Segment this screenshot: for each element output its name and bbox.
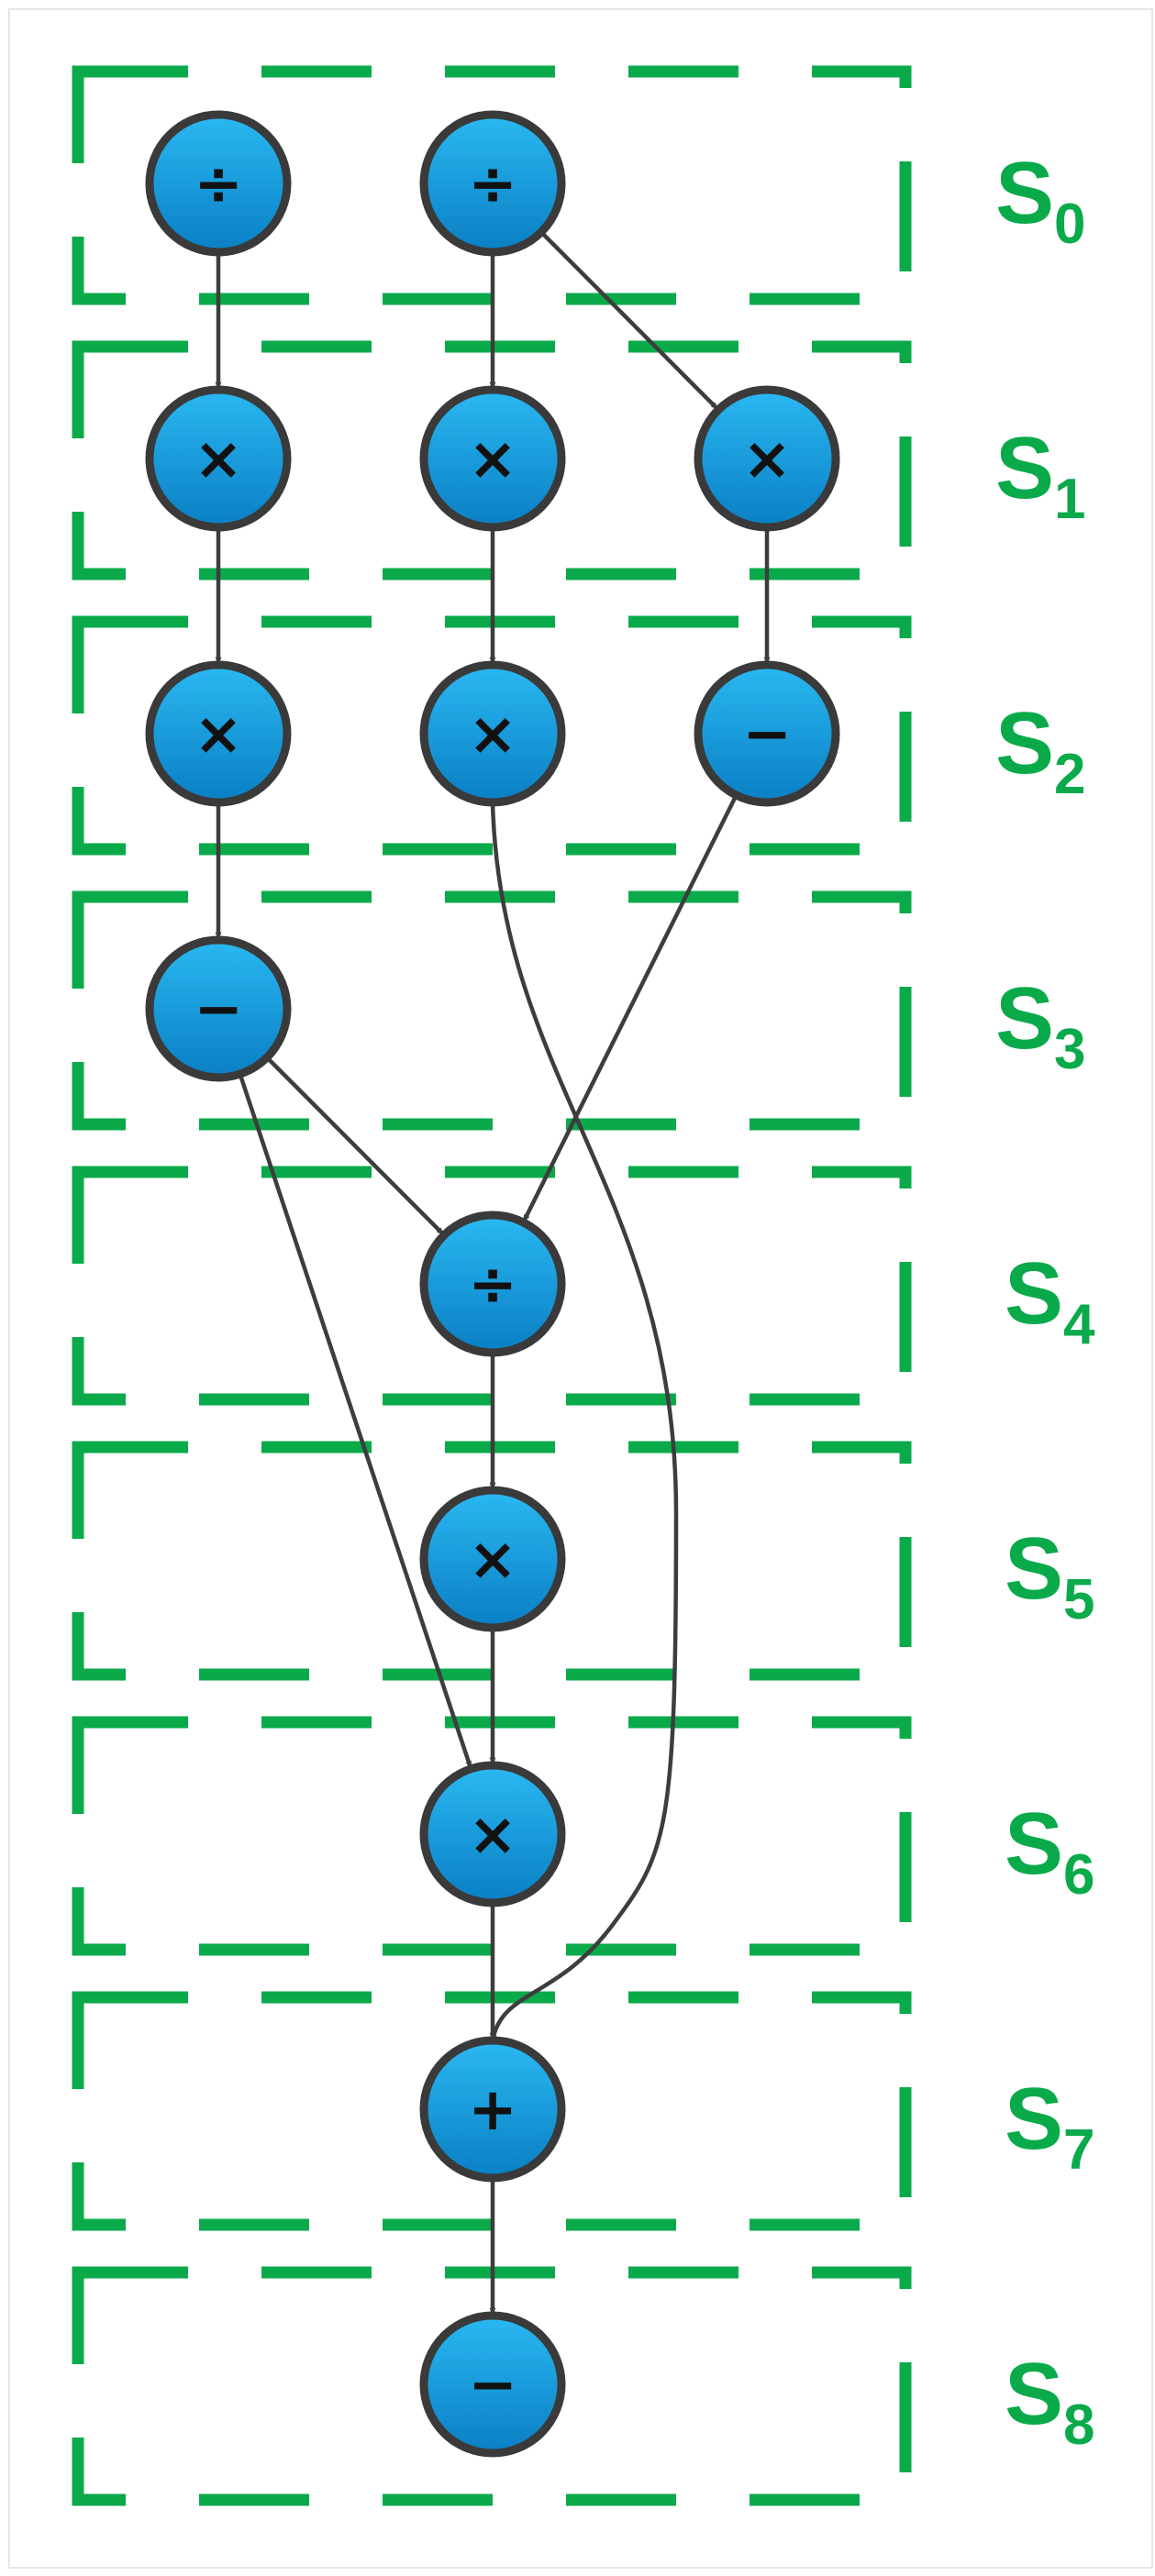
stage-label-base: S xyxy=(1005,1795,1063,1893)
node-circle xyxy=(419,660,566,807)
stage-label-6: S6 xyxy=(1005,1795,1095,1907)
stage-label-sub: 2 xyxy=(1054,743,1085,806)
node-circle xyxy=(419,2311,566,2458)
node-n3: × xyxy=(419,385,566,532)
stage-label-base: S xyxy=(1005,1244,1063,1343)
edge-n7-to-n9 xyxy=(522,794,739,1222)
node-n9: ÷ xyxy=(419,1211,566,1357)
node-circle xyxy=(694,385,840,532)
stage-box-3 xyxy=(72,890,912,1131)
node-n5: × xyxy=(145,660,292,807)
stage-6: S6 xyxy=(72,1716,1095,1956)
node-operator: − xyxy=(194,976,243,1044)
stage-4: S4 xyxy=(72,1166,1095,1406)
stage-3: S3 xyxy=(72,890,1086,1131)
stage-7: S7 xyxy=(72,1991,1095,2231)
node-circle xyxy=(419,1211,566,1357)
node-n1: ÷ xyxy=(419,110,566,257)
node-n11: × xyxy=(419,1761,566,1907)
node-n0: ÷ xyxy=(145,110,292,257)
node-operator: × xyxy=(468,1801,517,1869)
node-operator: × xyxy=(468,426,517,493)
node-circle xyxy=(419,1486,566,1632)
node-operator: − xyxy=(468,2351,517,2419)
stage-label-base: S xyxy=(995,969,1054,1067)
stage-label-sub: 5 xyxy=(1063,1568,1094,1631)
edge-n8-to-n9 xyxy=(265,1056,445,1236)
stage-label-sub: 4 xyxy=(1063,1293,1095,1356)
stage-label-base: S xyxy=(995,694,1054,792)
stage-label-sub: 8 xyxy=(1063,2394,1094,2457)
node-circle xyxy=(419,110,566,257)
stage-label-8: S8 xyxy=(1005,2345,1095,2457)
stage-5: S5 xyxy=(72,1441,1095,1681)
stage-label-base: S xyxy=(995,144,1054,242)
node-n6: × xyxy=(419,660,566,807)
node-operator: ÷ xyxy=(194,150,243,218)
node-n4: × xyxy=(694,385,840,532)
node-circle xyxy=(145,385,292,532)
edge-n6-to-n12 xyxy=(490,802,679,2041)
edge-layer xyxy=(215,230,771,2315)
stage-label-sub: 0 xyxy=(1054,193,1085,256)
stage-label-sub: 6 xyxy=(1063,1843,1094,1907)
stage-label-base: S xyxy=(1005,2345,1063,2443)
node-operator: × xyxy=(468,1526,517,1594)
stage-label-1: S1 xyxy=(995,419,1086,531)
stage-label-2: S2 xyxy=(995,694,1086,806)
page-frame xyxy=(8,8,1153,2569)
stage-label-base: S xyxy=(1005,2070,1063,2168)
stage-label-sub: 3 xyxy=(1054,1018,1085,1081)
node-n12: + xyxy=(419,2036,566,2183)
node-n10: × xyxy=(419,1486,566,1632)
stage-label-base: S xyxy=(995,419,1054,517)
node-operator: ÷ xyxy=(468,150,517,218)
node-n13: − xyxy=(419,2311,566,2458)
node-circle xyxy=(419,385,566,532)
node-circle xyxy=(694,660,840,807)
stage-label-3: S3 xyxy=(995,969,1086,1081)
stage-label-0: S0 xyxy=(995,144,1086,256)
stage-label-sub: 1 xyxy=(1054,468,1085,531)
node-operator: × xyxy=(468,701,517,768)
node-operator: − xyxy=(742,701,792,768)
node-operator: × xyxy=(194,701,243,768)
node-circle xyxy=(419,1761,566,1907)
node-circle xyxy=(419,2036,566,2183)
stage-label-sub: 7 xyxy=(1063,2118,1094,2182)
edge-n8-to-n11 xyxy=(238,1073,472,1768)
stage-label-base: S xyxy=(1005,1520,1063,1618)
node-layer: ÷ ÷ × × × × × − − ÷ × × + − xyxy=(145,110,840,2458)
stage-8: S8 xyxy=(72,2266,1095,2506)
edge-n1-to-n4 xyxy=(539,230,719,411)
node-n8: − xyxy=(145,935,292,1082)
node-circle xyxy=(145,660,292,807)
stage-label-4: S4 xyxy=(1005,1244,1095,1356)
node-operator: × xyxy=(194,426,243,493)
node-circle xyxy=(145,935,292,1082)
node-operator: + xyxy=(468,2076,517,2144)
stage-label-5: S5 xyxy=(1005,1520,1095,1631)
node-n2: × xyxy=(145,385,292,532)
node-circle xyxy=(145,110,292,257)
stage-label-7: S7 xyxy=(1005,2070,1095,2182)
node-operator: × xyxy=(742,426,792,493)
node-n7: − xyxy=(694,660,840,807)
node-operator: ÷ xyxy=(468,1251,517,1319)
